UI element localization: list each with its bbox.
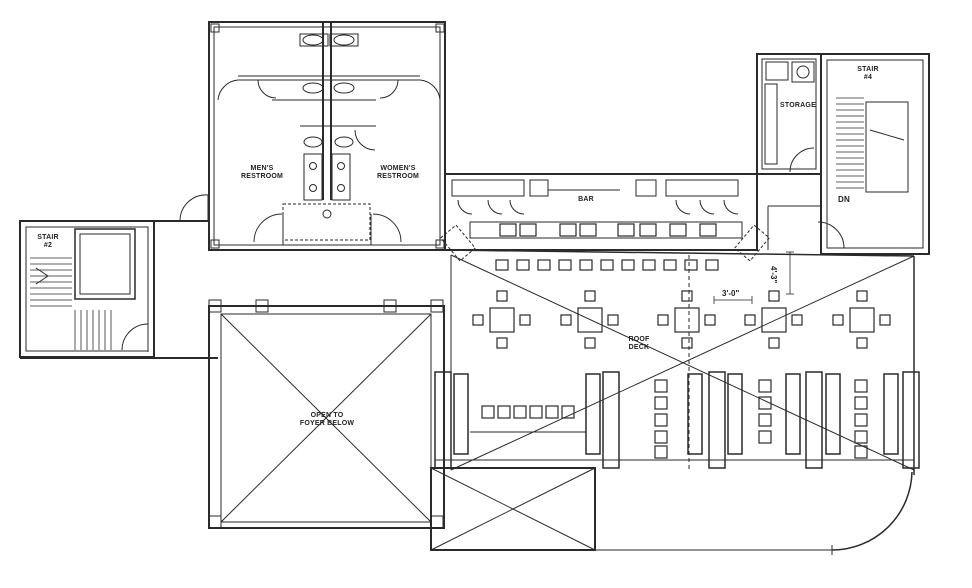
bar-clearance-dimension: 4'-3" — [769, 266, 778, 284]
roof-deck — [434, 254, 920, 475]
roof-deck-line1: ROOF — [628, 336, 650, 343]
table-spacing-dimension: 3'-0" — [722, 289, 740, 298]
deck-seats — [481, 379, 868, 459]
stair-4-line2: #4 — [863, 74, 873, 81]
stair-2-line2: #2 — [43, 242, 53, 249]
open-to-foyer-line1: OPEN TO — [310, 412, 344, 419]
restroom-block — [208, 21, 446, 251]
stair-4-label: STAIR #4 — [848, 66, 888, 82]
roof-deck-line2: DECK — [628, 344, 650, 351]
lower-deck — [430, 467, 913, 555]
womens-restroom-line2: RESTROOM — [376, 173, 420, 180]
dimension-marks — [713, 251, 794, 304]
planters — [434, 371, 920, 469]
mens-restroom-line2: RESTROOM — [240, 173, 284, 180]
open-to-foyer-line2: FOYER BELOW — [299, 420, 355, 427]
bar-stools — [495, 259, 719, 271]
open-to-foyer — [208, 299, 445, 529]
storage-room — [756, 53, 822, 175]
stair-4-line1: STAIR — [857, 66, 879, 73]
mens-restroom-label: MEN'S RESTROOM — [232, 165, 292, 181]
stair-2 — [19, 220, 155, 358]
storage-label: STORAGE — [780, 102, 816, 109]
bar-area — [439, 173, 771, 262]
bar-label: BAR — [578, 196, 594, 203]
womens-restroom-label: WOMEN'S RESTROOM — [366, 165, 430, 181]
mens-restroom-line1: MEN'S — [250, 165, 274, 172]
stair-2-line1: STAIR — [37, 234, 59, 241]
womens-restroom-line1: WOMEN'S — [380, 165, 416, 172]
down-label: DN — [838, 195, 850, 204]
toilets — [299, 33, 359, 148]
stair-4 — [767, 53, 930, 255]
patio-tables — [472, 290, 891, 349]
stair-2-label: STAIR #2 — [28, 234, 68, 250]
roof-deck-label: ROOF DECK — [624, 336, 654, 352]
open-to-foyer-label: OPEN TO FOYER BELOW — [294, 412, 360, 428]
